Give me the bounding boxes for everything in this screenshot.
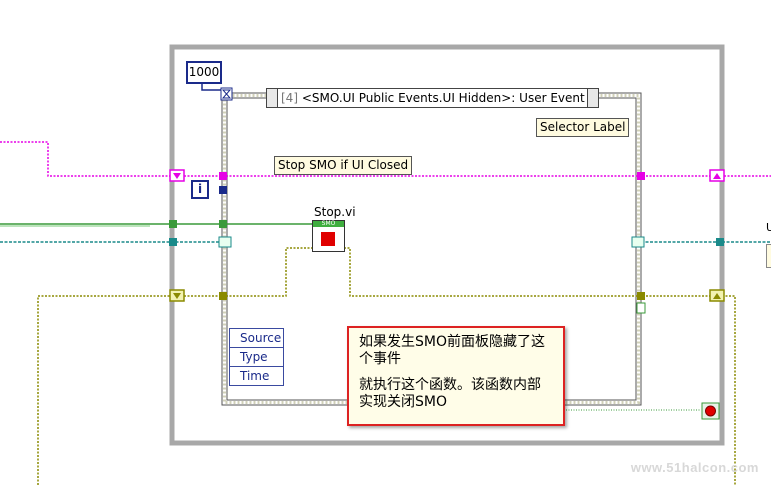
cluster-wire-from-stop[interactable] [344,247,712,297]
subvi-name-label: Stop.vi [314,205,356,219]
watermark: www.51halcon.com [630,460,759,475]
event-case-label: [4] <SMO.UI Public Events.UI Hidden>: Us… [281,90,585,106]
stop-sign-icon [321,232,335,246]
shift-arrow-up-cluster [713,293,721,299]
event-data-item-time[interactable]: Time [229,366,284,386]
loop-tunnel-error[interactable] [169,220,177,228]
hourglass-glyph [221,89,232,99]
selector-label[interactable]: Selector Label [536,118,630,137]
cluster-wire-out[interactable] [722,295,736,485]
class-wire-in[interactable] [0,141,172,177]
shift-arrow-down-cluster [173,293,181,299]
tunnel-class-out[interactable] [637,172,645,180]
offscreen-indicator[interactable] [766,244,771,268]
callout-line-1: 如果发生SMO前面板隐藏了这个事件 [359,334,545,367]
refnum-terminal-out[interactable] [631,236,645,248]
tunnel-class-in[interactable] [219,172,227,180]
callout-line-2: 就执行这个函数。该函数内部实现关闭SMO [359,377,541,410]
timeout-constant[interactable]: 1000 [186,61,222,84]
next-case-button[interactable] [587,89,598,107]
comment-label[interactable]: Stop SMO if UI Closed [274,156,413,175]
subvi-header: SMO [313,221,344,227]
refnum-terminal-in[interactable] [218,236,232,248]
cluster-wire-to-stop[interactable] [184,247,312,297]
tunnel-error-in[interactable] [219,220,227,228]
tunnel-cluster-out[interactable] [637,292,645,300]
event-data-item-type[interactable]: Type [229,347,284,366]
loop-tunnel-refnum-out[interactable] [716,238,724,246]
event-case-name: <SMO.UI Public Events.UI Hidden>: User E… [301,91,585,105]
timeout-wire[interactable] [201,82,222,91]
loop-tunnel-refnum-in[interactable] [169,238,177,246]
event-case-selector[interactable]: [4] <SMO.UI Public Events.UI Hidden>: Us… [266,88,599,108]
prev-case-button[interactable] [267,89,278,107]
shift-arrow-down-class [173,173,181,179]
tunnel-iteration[interactable] [219,186,227,194]
stop-subvi[interactable]: SMO [312,220,345,252]
annotation-callout: 如果发生SMO前面板隐藏了这个事件 就执行这个函数。该函数内部实现关闭SMO [347,326,565,426]
cut-label: U [766,221,771,234]
event-data-item-source[interactable]: Source [229,328,284,347]
tunnel-bool-out[interactable] [636,302,646,314]
shift-arrow-up-class [713,173,721,179]
tunnel-cluster-in[interactable] [219,292,227,300]
cluster-wire-in[interactable] [37,295,172,485]
iteration-terminal[interactable]: i [191,180,209,199]
stop-condition-icon [705,405,716,417]
event-case-index: [4] [281,91,298,105]
